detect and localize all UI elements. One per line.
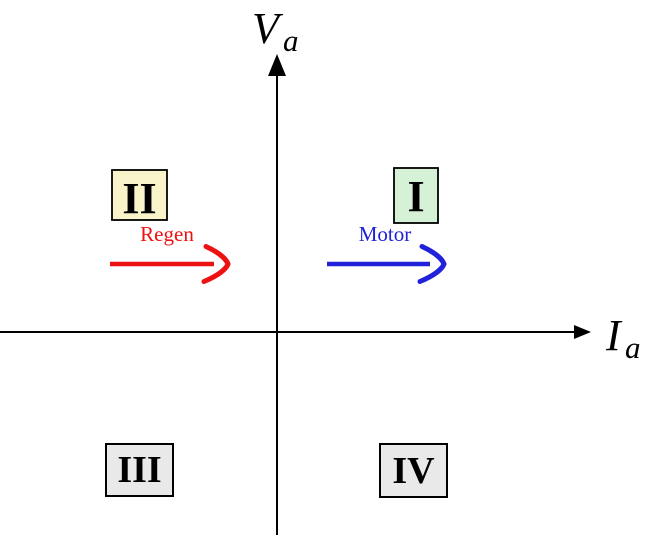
quadrant-iii-numeral: III [117,449,161,491]
quadrant-iv-box: IV [379,443,448,498]
quadrant-iii-box: III [105,443,174,497]
quadrant-ii-rect [111,169,168,221]
motor-arrow: Motor [327,222,447,284]
y-axis-label: V [252,4,284,53]
y-axis-label-subscript: a [283,23,299,58]
quadrant-iii-rect [105,443,174,497]
motor-arrowhead-icon [417,244,447,284]
quadrant-iv-rect [379,443,448,498]
motor-label: Motor [359,222,412,246]
quadrant-i-numeral: I [407,172,424,221]
quadrant-iv-numeral: IV [392,450,435,492]
y-axis-arrowhead-icon [268,54,286,76]
x-axis-label-subscript: a [625,330,641,365]
regen-arrowhead-icon [201,244,231,284]
regen-arrow: Regen [110,222,231,284]
x-axis: I a [0,311,641,365]
quadrant-ii-box: II [111,169,168,223]
quadrant-i-rect [393,167,439,224]
x-axis-label: I [605,311,623,360]
quadrant-ii-numeral: II [122,174,156,223]
y-axis: V a [252,4,299,535]
quadrant-i-box: I [393,167,439,224]
x-axis-arrowhead-icon [574,325,591,339]
regen-label: Regen [140,222,194,246]
